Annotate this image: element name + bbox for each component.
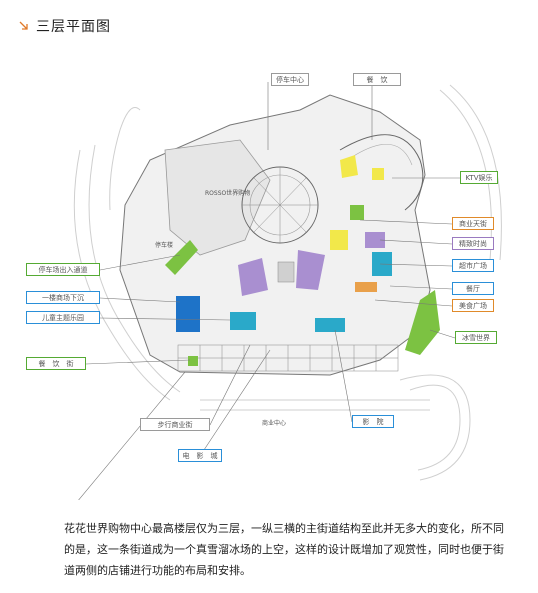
zone-purple-2: [296, 250, 325, 290]
zone-yellow: [340, 155, 358, 178]
label-bottom-right: 影 院: [352, 415, 394, 428]
zone-green-left: [165, 240, 198, 275]
label-bottom-1: 步行商业街: [140, 418, 210, 431]
label-bottom-2: 电 影 城: [178, 449, 222, 462]
central-store-block: [164, 139, 271, 256]
label-right-5: 餐厅: [452, 282, 494, 295]
road-network: [73, 84, 502, 481]
zone-purple-1: [238, 258, 268, 296]
label-top-center: 停车中心: [271, 73, 309, 86]
label-right-3: 精致时尚: [452, 237, 494, 250]
zone-blue-center: [230, 312, 256, 330]
map-text-left-building: 停车楼: [155, 242, 174, 249]
floor-plan: [73, 82, 502, 500]
label-right-6: 美食广场: [452, 299, 494, 312]
zone-blue-right: [315, 318, 345, 332]
zone-green-right: [405, 290, 440, 355]
label-right-4: 超市广场: [452, 259, 494, 272]
zone-blue-large: [176, 296, 200, 332]
zone-yellow-3: [372, 168, 384, 180]
arrow-down-right-icon: [19, 21, 28, 30]
zone-yellow-2: [330, 230, 348, 250]
header: 三层平面图: [18, 16, 111, 36]
zone-orange: [355, 282, 377, 292]
label-left-4: 餐 饮 街: [26, 357, 86, 370]
label-top-right: 餐 饮: [353, 73, 401, 86]
label-left-3: 儿童主题乐园: [26, 311, 100, 324]
map-text-central-store: ROSSO世界购物: [205, 190, 251, 197]
zone-green-small: [350, 205, 364, 220]
description-paragraph: 花花世界购物中心最高楼层仅为三层，一纵三横的主街道结构至此并无多大的变化，所不同…: [64, 522, 504, 577]
shop-strip: [177, 344, 399, 372]
map-text-bottom-mid: 商业中心: [262, 420, 287, 427]
label-right-1: KTV娱乐: [460, 171, 498, 184]
label-right-2: 商业天街: [452, 217, 494, 230]
label-left-2: 一楼商场下沉: [26, 291, 100, 304]
label-right-7: 冰雪世界: [455, 331, 497, 344]
page-title: 三层平面图: [36, 19, 111, 35]
right-arc: [339, 134, 424, 211]
zone-gray-building: [277, 261, 295, 283]
zone-green-bottom: [188, 356, 198, 366]
leader-lines: [78, 82, 460, 500]
label-left-1: 停车场出入通道: [26, 263, 100, 276]
zone-purple-3: [365, 232, 385, 248]
